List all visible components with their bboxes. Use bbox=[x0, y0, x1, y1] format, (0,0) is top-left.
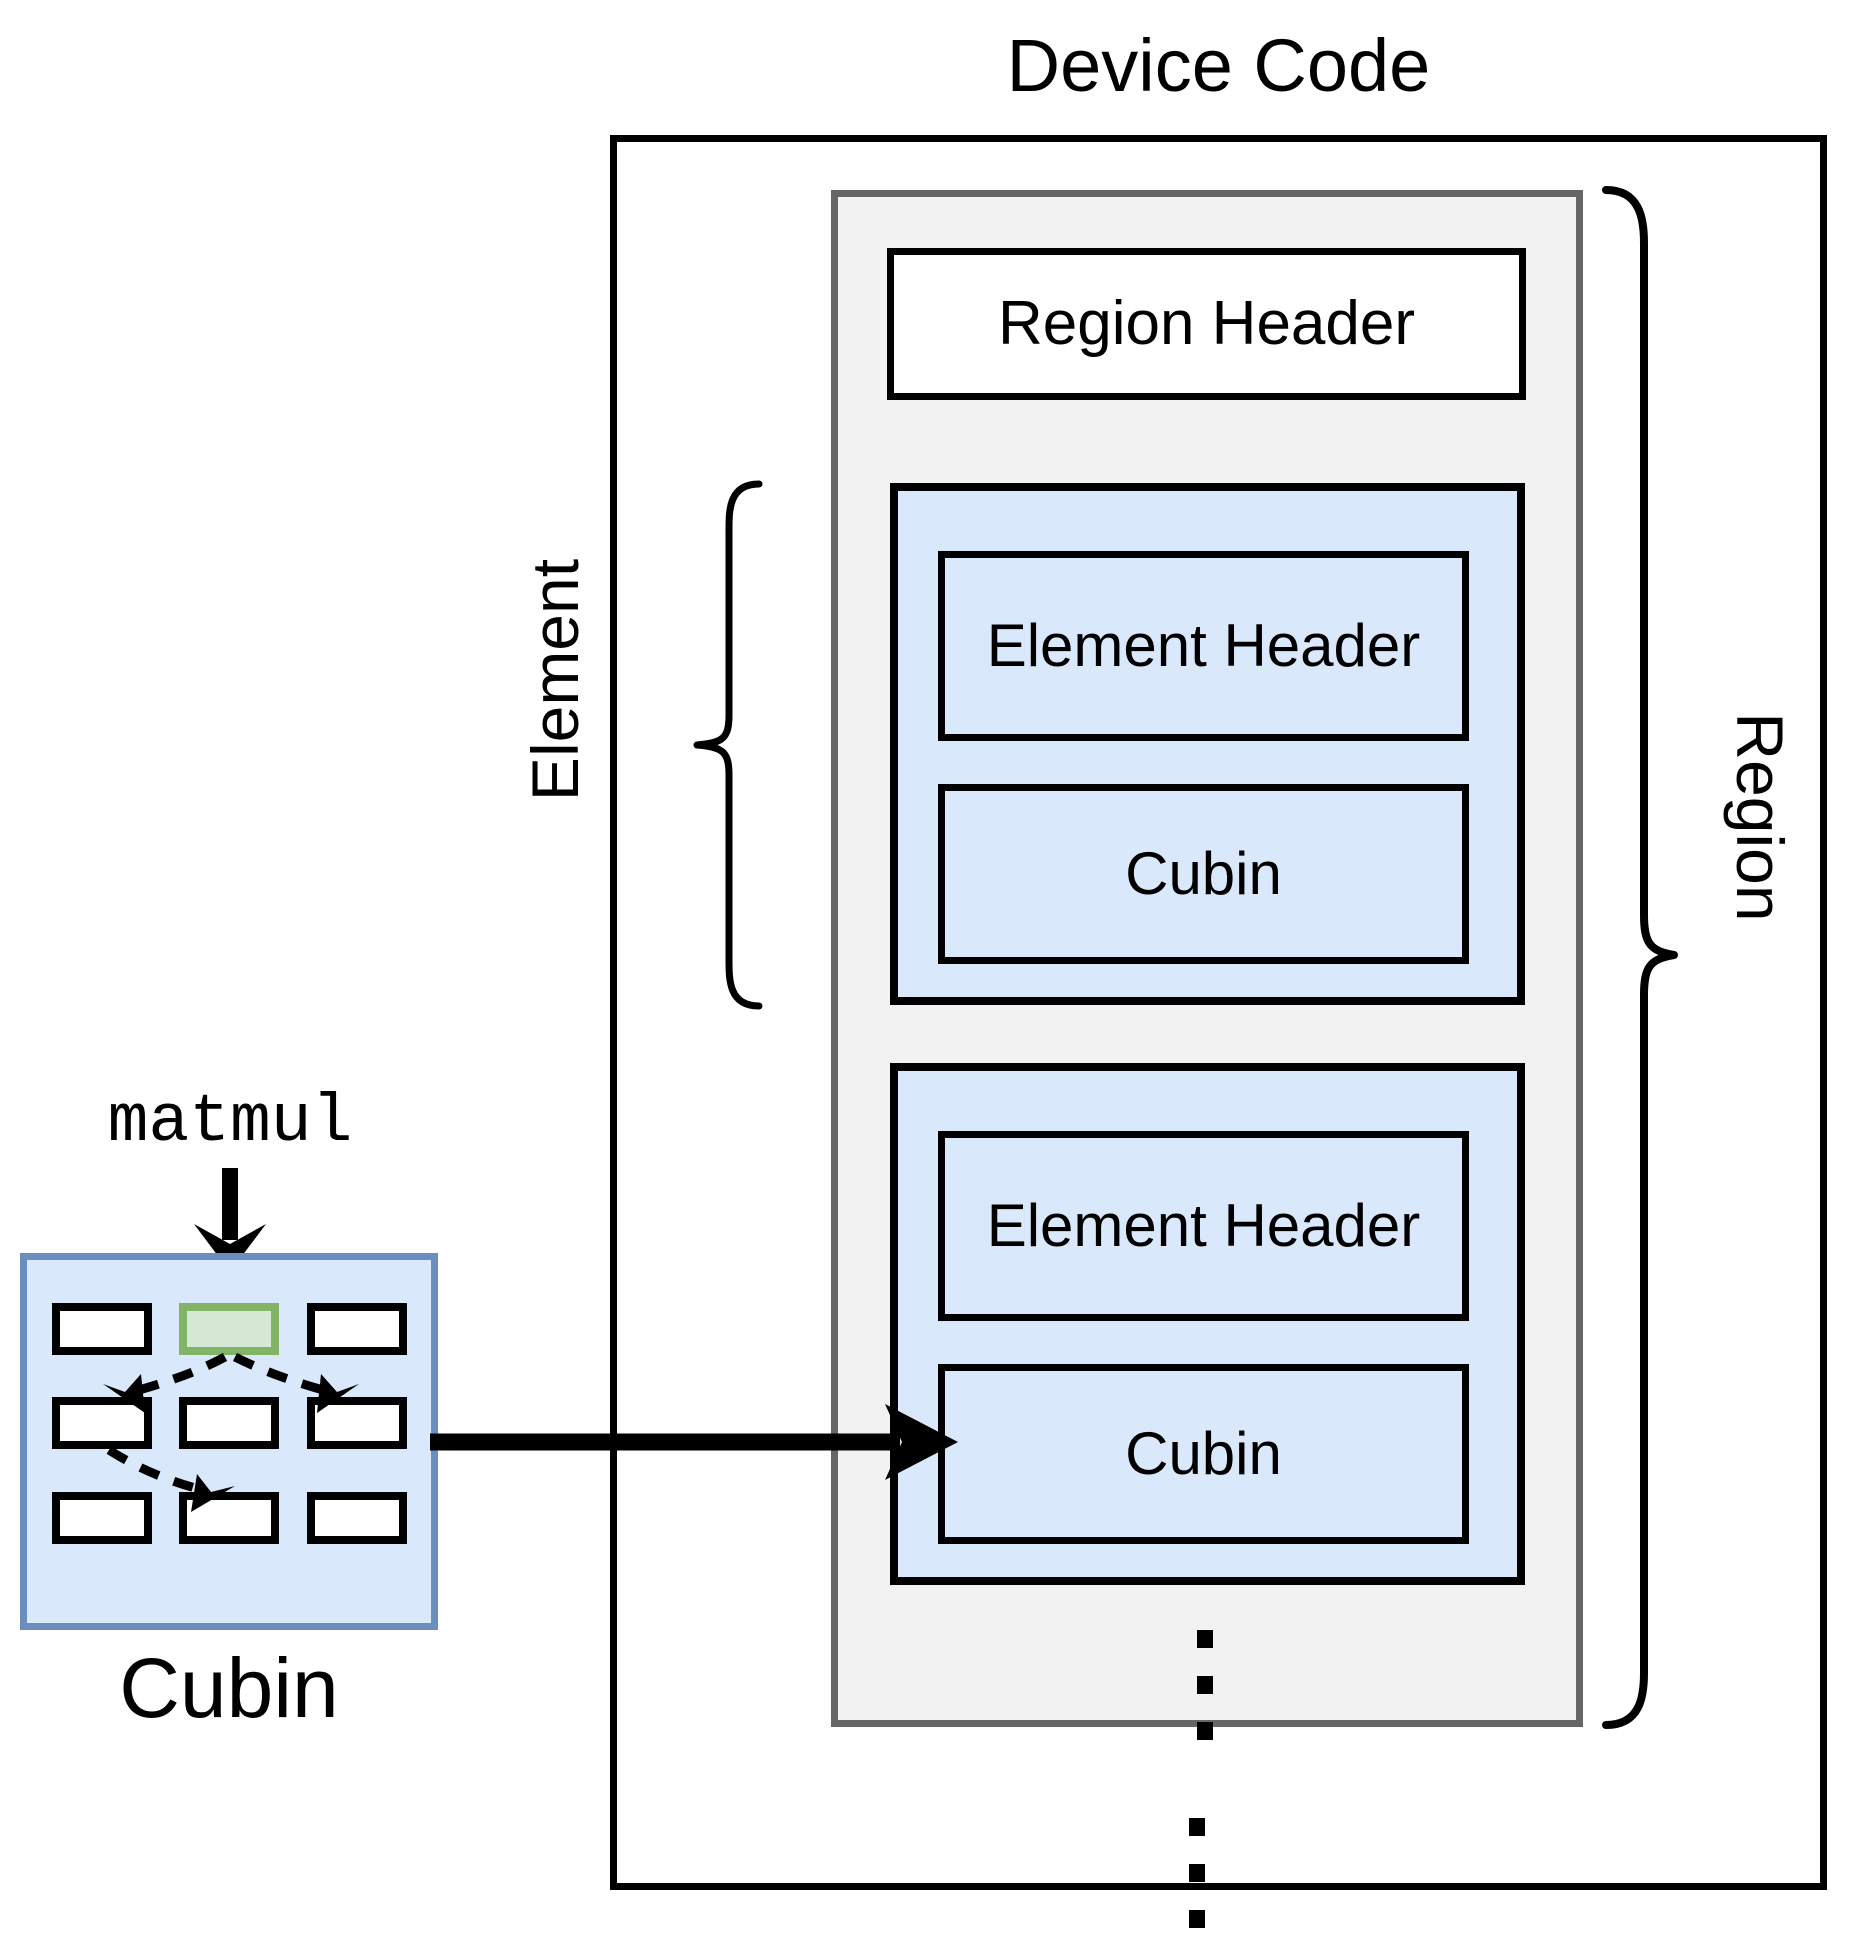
page-title: Device Code bbox=[1006, 24, 1431, 107]
element-header-box: Element Header bbox=[938, 551, 1469, 741]
region-brace-label: Region bbox=[1723, 712, 1797, 922]
cubin-to-element-arrow-icon bbox=[430, 1404, 958, 1480]
device-code-ellipsis-icon bbox=[1189, 1818, 1205, 1928]
cubin-basic-block bbox=[179, 1492, 279, 1544]
element-header-box: Element Header bbox=[938, 1131, 1469, 1321]
element-brace-label: Element bbox=[518, 558, 592, 802]
element-cubin-box: Cubin bbox=[938, 784, 1469, 964]
cubin-panel bbox=[20, 1253, 438, 1630]
element-box: Element Header Cubin bbox=[890, 1063, 1525, 1585]
element-header-label: Element Header bbox=[986, 612, 1421, 679]
cubin-basic-block bbox=[307, 1303, 407, 1355]
kernel-entry-arrow-icon bbox=[194, 1168, 266, 1272]
region-brace-icon bbox=[1602, 186, 1678, 1729]
element-cubin-label: Cubin bbox=[1125, 1420, 1282, 1487]
kernel-name-label: matmul bbox=[107, 1084, 353, 1161]
element-header-label: Element Header bbox=[986, 1192, 1421, 1259]
element-box: Element Header Cubin bbox=[890, 483, 1525, 1005]
cubin-panel-caption: Cubin bbox=[119, 1641, 339, 1735]
region-header-label: Region Header bbox=[997, 289, 1416, 358]
element-cubin-label: Cubin bbox=[1125, 840, 1282, 907]
cubin-basic-block bbox=[52, 1492, 152, 1544]
cubin-basic-block bbox=[307, 1492, 407, 1544]
cubin-basic-block bbox=[52, 1303, 152, 1355]
cubin-basic-block-entry bbox=[179, 1303, 279, 1355]
element-brace-icon bbox=[693, 480, 763, 1010]
region-header-box: Region Header bbox=[887, 248, 1526, 400]
region-ellipsis-icon bbox=[1197, 1630, 1213, 1740]
element-cubin-box: Cubin bbox=[938, 1364, 1469, 1544]
cubin-basic-block bbox=[179, 1397, 279, 1449]
cubin-basic-block bbox=[307, 1397, 407, 1449]
cubin-basic-block bbox=[52, 1397, 152, 1449]
